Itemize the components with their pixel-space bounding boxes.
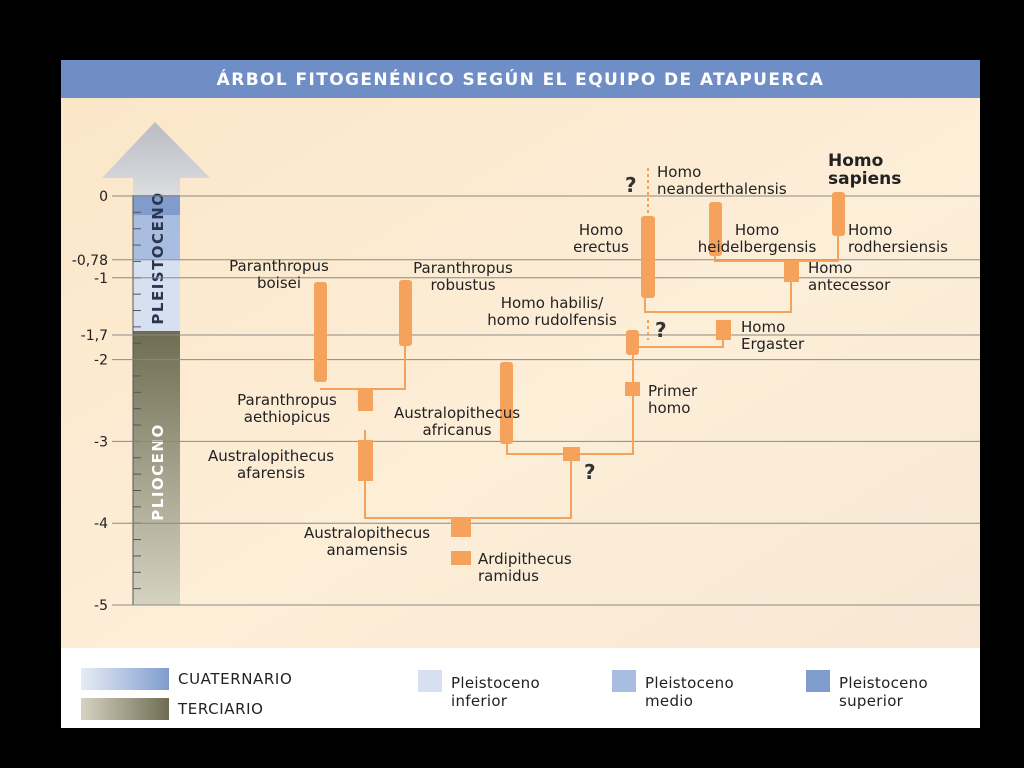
legend-pleistoceno-medio: Pleistoceno medio: [645, 674, 734, 710]
plioceno-band: [133, 331, 180, 605]
label-paranthropus-aethiopicus: Paranthropus aethiopicus: [237, 391, 337, 426]
label-primer-homo: Primer homo: [648, 382, 698, 417]
pleistoceno-medio-band: [133, 215, 180, 259]
bar-primer-homo: [625, 382, 640, 396]
label-australopithecus-anamensis: Australopithecus anamensis: [303, 524, 431, 559]
legend-pleistoceno-superior: Pleistoceno superior: [839, 674, 928, 710]
legend: CUATERNARIO TERCIARIO Pleistoceno inferi…: [61, 660, 980, 728]
label-paranthropus-robustus: Paranthropus robustus: [413, 259, 513, 294]
label-homo-habilis: Homo habilis/ homo rudolfensis: [487, 294, 617, 329]
bar-homo-sapiens: [832, 192, 845, 236]
tick-label: -5: [94, 598, 108, 614]
label-homo-ergaster: Homo Ergaster: [741, 318, 805, 353]
label-homo-neanderthalensis: Homo neanderthalensis: [657, 163, 787, 198]
tick-label: 0: [99, 189, 108, 205]
page-title: ÁRBOL FITOGENÉNICO SEGÚN EL EQUIPO DE AT…: [61, 60, 980, 98]
time-arrow: [102, 122, 210, 196]
label-homo-antecessor: Homo antecessor: [808, 259, 891, 294]
bar-homo-erectus: [641, 216, 655, 298]
diagram-background: [61, 98, 980, 648]
label-homo-sapiens: Homo sapiens: [828, 151, 902, 189]
bar-ardipithecus-ramidus: [451, 551, 471, 565]
bar-paranthropus-robustus: [399, 280, 412, 346]
question-mark-africanus: ?: [584, 460, 596, 484]
bar-paranthropus-aethiopicus: [358, 389, 373, 411]
swatch-cuaternario: [81, 668, 169, 690]
tick-labels: 0 -0,78 -1 -1,7 -2 -3 -4 -5: [72, 189, 108, 614]
epoch-label-plioceno: PLIOCENO: [149, 423, 167, 520]
bar-australopithecus-africanus: [500, 362, 513, 444]
bar-australopithecus-anamensis: [451, 517, 471, 537]
label-australopithecus-africanus: Australopithecus africanus: [393, 404, 521, 439]
pleistoceno-inferior-band: [133, 259, 180, 331]
pleistoceno-superior-band: [133, 195, 180, 215]
legend-cuaternario: CUATERNARIO: [178, 670, 293, 688]
tick-label: -1: [94, 271, 108, 287]
tick-label: -4: [94, 516, 108, 532]
phylogenetic-tree: PLEISTOCENO PLIOCENO 0 -0,78 -1 -1,7 -2 -3 -4 -…: [61, 98, 980, 648]
bar-homo-antecessor: [784, 260, 799, 282]
question-mark-neanderthal: ?: [625, 173, 637, 197]
bar-fork-node: [563, 447, 580, 461]
swatch-pleistoceno-medio: [612, 670, 636, 692]
swatch-terciario: [81, 698, 169, 720]
bar-homo-ergaster: [716, 320, 731, 340]
label-paranthropus-boisei: Paranthropus boisei: [229, 257, 329, 292]
tick-label: -3: [94, 434, 108, 450]
label-ardipithecus-ramidus: Ardipithecus ramidus: [478, 550, 572, 585]
swatch-pleistoceno-inferior: [418, 670, 442, 692]
tick-label: -0,78: [72, 253, 108, 269]
label-homo-erectus: Homo erectus: [573, 221, 629, 256]
swatch-pleistoceno-superior: [806, 670, 830, 692]
bar-paranthropus-boisei: [314, 282, 327, 382]
legend-pleistoceno-inferior: Pleistoceno inferior: [451, 674, 540, 710]
species-bars: [314, 192, 845, 565]
question-mark-ergaster: ?: [655, 318, 667, 342]
tick-label: -2: [94, 353, 108, 369]
label-australopithecus-afarensis: Australopithecus afarensis: [207, 447, 335, 482]
tick-label: -1,7: [81, 328, 108, 344]
bar-australopithecus-afarensis: [358, 440, 373, 481]
legend-terciario: TERCIARIO: [178, 700, 264, 718]
epoch-label-pleistoceno: PLEISTOCENO: [149, 191, 167, 324]
label-homo-rodhersiensis: Homo rodhersiensis: [848, 221, 948, 256]
bar-homo-habilis: [626, 330, 639, 355]
label-homo-heidelbergensis: Homo heidelbergensis: [697, 221, 817, 256]
bar-homo-heidelbergensis: [709, 202, 722, 256]
